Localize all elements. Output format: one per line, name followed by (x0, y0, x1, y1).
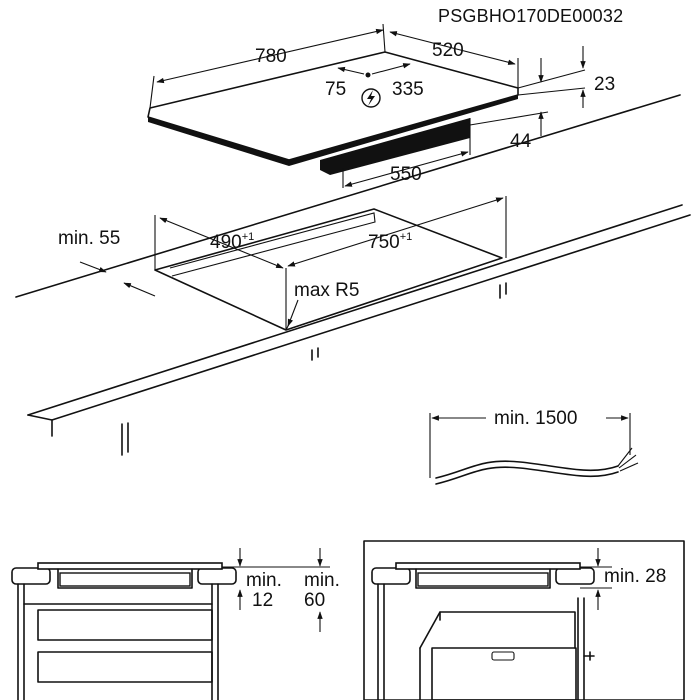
cable-min-length-label: min. 1500 (494, 408, 577, 429)
installation-drawers-view: min. 12 min. 60 (11, 548, 340, 700)
gap-drawer-prefix: min. (246, 570, 282, 591)
cable-entry-point (365, 72, 371, 78)
dim-line-550 (344, 151, 469, 187)
dim-depth-label: 520 (432, 40, 464, 61)
dim-cable-right-label: 335 (392, 79, 424, 100)
hob-glass-top (147, 51, 519, 161)
worktop-cutout-view: min. 55 490+1 750+1 max R5 (15, 94, 691, 456)
cutout-opening (154, 208, 503, 331)
dim-line-520 (389, 31, 516, 65)
worktop-back-edge (15, 94, 681, 298)
dim-cable-left-label: 75 (325, 79, 346, 100)
gap-board-prefix: min. (304, 570, 340, 591)
installation-oven-view: min. 28 (363, 540, 685, 700)
worktop-front-edge (27, 204, 683, 416)
hob-top-view: 780 520 75 335 23 44 550 (147, 23, 615, 188)
oven-frame (363, 540, 685, 700)
cutout-depth-label: 490+1 (210, 231, 254, 253)
drawing-code: PSGBHO170DE00032 (438, 6, 623, 26)
electrical-warning-icon (361, 88, 381, 108)
dim-line-750 (287, 197, 504, 267)
cutout-width-label: 750+1 (368, 231, 412, 253)
oven-gap-label: min. 28 (604, 566, 666, 587)
cutout-front-distance-label: min. 55 (58, 228, 120, 249)
dim-body-height-label: 44 (510, 131, 532, 152)
dim-glass-thickness-label: 23 (594, 74, 615, 95)
dim-line-780 (156, 28, 384, 84)
dim-line-490 (159, 217, 284, 269)
dim-body-depth-label: 550 (390, 164, 422, 185)
power-cable (435, 460, 619, 479)
gap-drawer-value: 12 (252, 590, 273, 611)
dim-width-label: 780 (255, 46, 287, 67)
power-cable-view: min. 1500 (429, 408, 639, 485)
cutout-corner-radius-label: max R5 (294, 280, 359, 301)
gap-board-value: 60 (304, 590, 325, 611)
hob-glass-edge (148, 95, 518, 166)
